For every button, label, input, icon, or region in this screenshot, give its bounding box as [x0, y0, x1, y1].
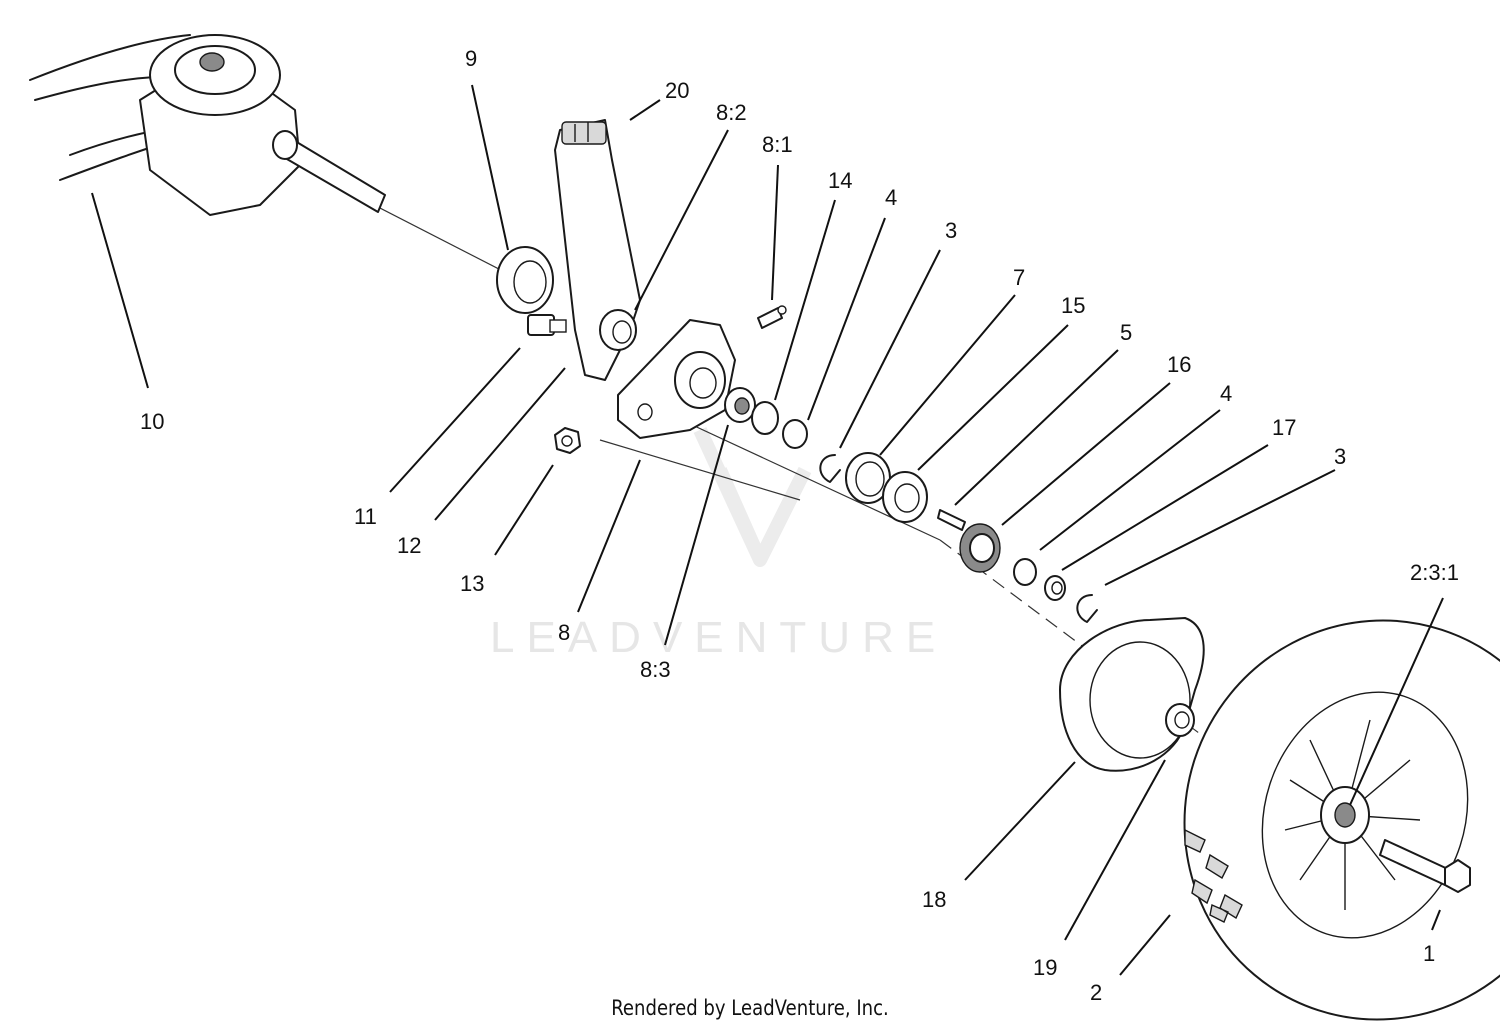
- callout-4-upper: 4: [885, 185, 897, 210]
- axle-collar: [272, 130, 298, 160]
- callout-labels: 9 20 8:2 8:1 14 4 3 7 15 5 16 4 17 3 2:3…: [140, 46, 1459, 1005]
- shoulder-bolt: [527, 314, 567, 336]
- callout-3-lower: 3: [1334, 444, 1346, 469]
- axis-line-dashed: [939, 539, 1216, 746]
- pulley-nut: [199, 52, 225, 72]
- pinion-gear-16: [959, 523, 1001, 573]
- callout-20: 20: [665, 78, 689, 103]
- spacer-17: [1044, 575, 1066, 601]
- render-credit: Rendered by LeadVenture, Inc.: [611, 996, 889, 1020]
- e-clip-3-upper: [819, 454, 841, 483]
- callout-8: 8: [558, 620, 570, 645]
- callout-13: 13: [460, 571, 484, 596]
- ring-7: [845, 452, 891, 504]
- washer-4-lower: [1013, 558, 1037, 586]
- callout-8-1: 8:1: [762, 132, 793, 157]
- seal-ring: [496, 246, 554, 314]
- callout-18: 18: [922, 887, 946, 912]
- callout-8-3: 8:3: [640, 657, 671, 682]
- callout-4-lower: 4: [1220, 381, 1232, 406]
- drive-belt: [29, 34, 211, 181]
- callout-10: 10: [140, 409, 164, 434]
- washer-4-upper: [782, 419, 808, 449]
- bushing-8-2: [599, 309, 637, 351]
- callout-2: 2: [1090, 980, 1102, 1005]
- callout-8-2: 8:2: [716, 100, 747, 125]
- callout-3-upper: 3: [945, 218, 957, 243]
- wheel-2: [1183, 619, 1500, 1021]
- bearing-8-3: [724, 387, 756, 423]
- washer-14: [751, 401, 779, 435]
- callout-1: 1: [1423, 941, 1435, 966]
- callout-16: 16: [1167, 352, 1191, 377]
- callout-14: 14: [828, 168, 852, 193]
- leader-lines: [91, 84, 1444, 976]
- key-5: [937, 509, 966, 531]
- callout-15: 15: [1061, 293, 1085, 318]
- callout-2-3-1: 2:3:1: [1410, 560, 1459, 585]
- callout-11: 11: [354, 504, 377, 529]
- ratchet-15: [882, 471, 928, 523]
- grease-fitting: [757, 305, 787, 329]
- e-clip-3-lower: [1076, 594, 1098, 623]
- callout-5: 5: [1120, 320, 1132, 345]
- callout-9: 9: [465, 46, 477, 71]
- wheel-bolt-1: [1379, 839, 1471, 893]
- hex-nut: [554, 427, 581, 454]
- leadventure-watermark: LEADVENTURE: [490, 427, 947, 662]
- watermark-text: LEADVENTURE: [490, 613, 947, 662]
- callout-19: 19: [1033, 955, 1057, 980]
- wheel-bracket-plate: [617, 319, 736, 439]
- wheel-cover-18: [1059, 617, 1205, 772]
- callout-7: 7: [1013, 265, 1025, 290]
- callout-12: 12: [397, 533, 421, 558]
- callout-17: 17: [1272, 415, 1296, 440]
- transmission-assembly: [29, 34, 386, 216]
- axis-line-lower: [599, 439, 801, 501]
